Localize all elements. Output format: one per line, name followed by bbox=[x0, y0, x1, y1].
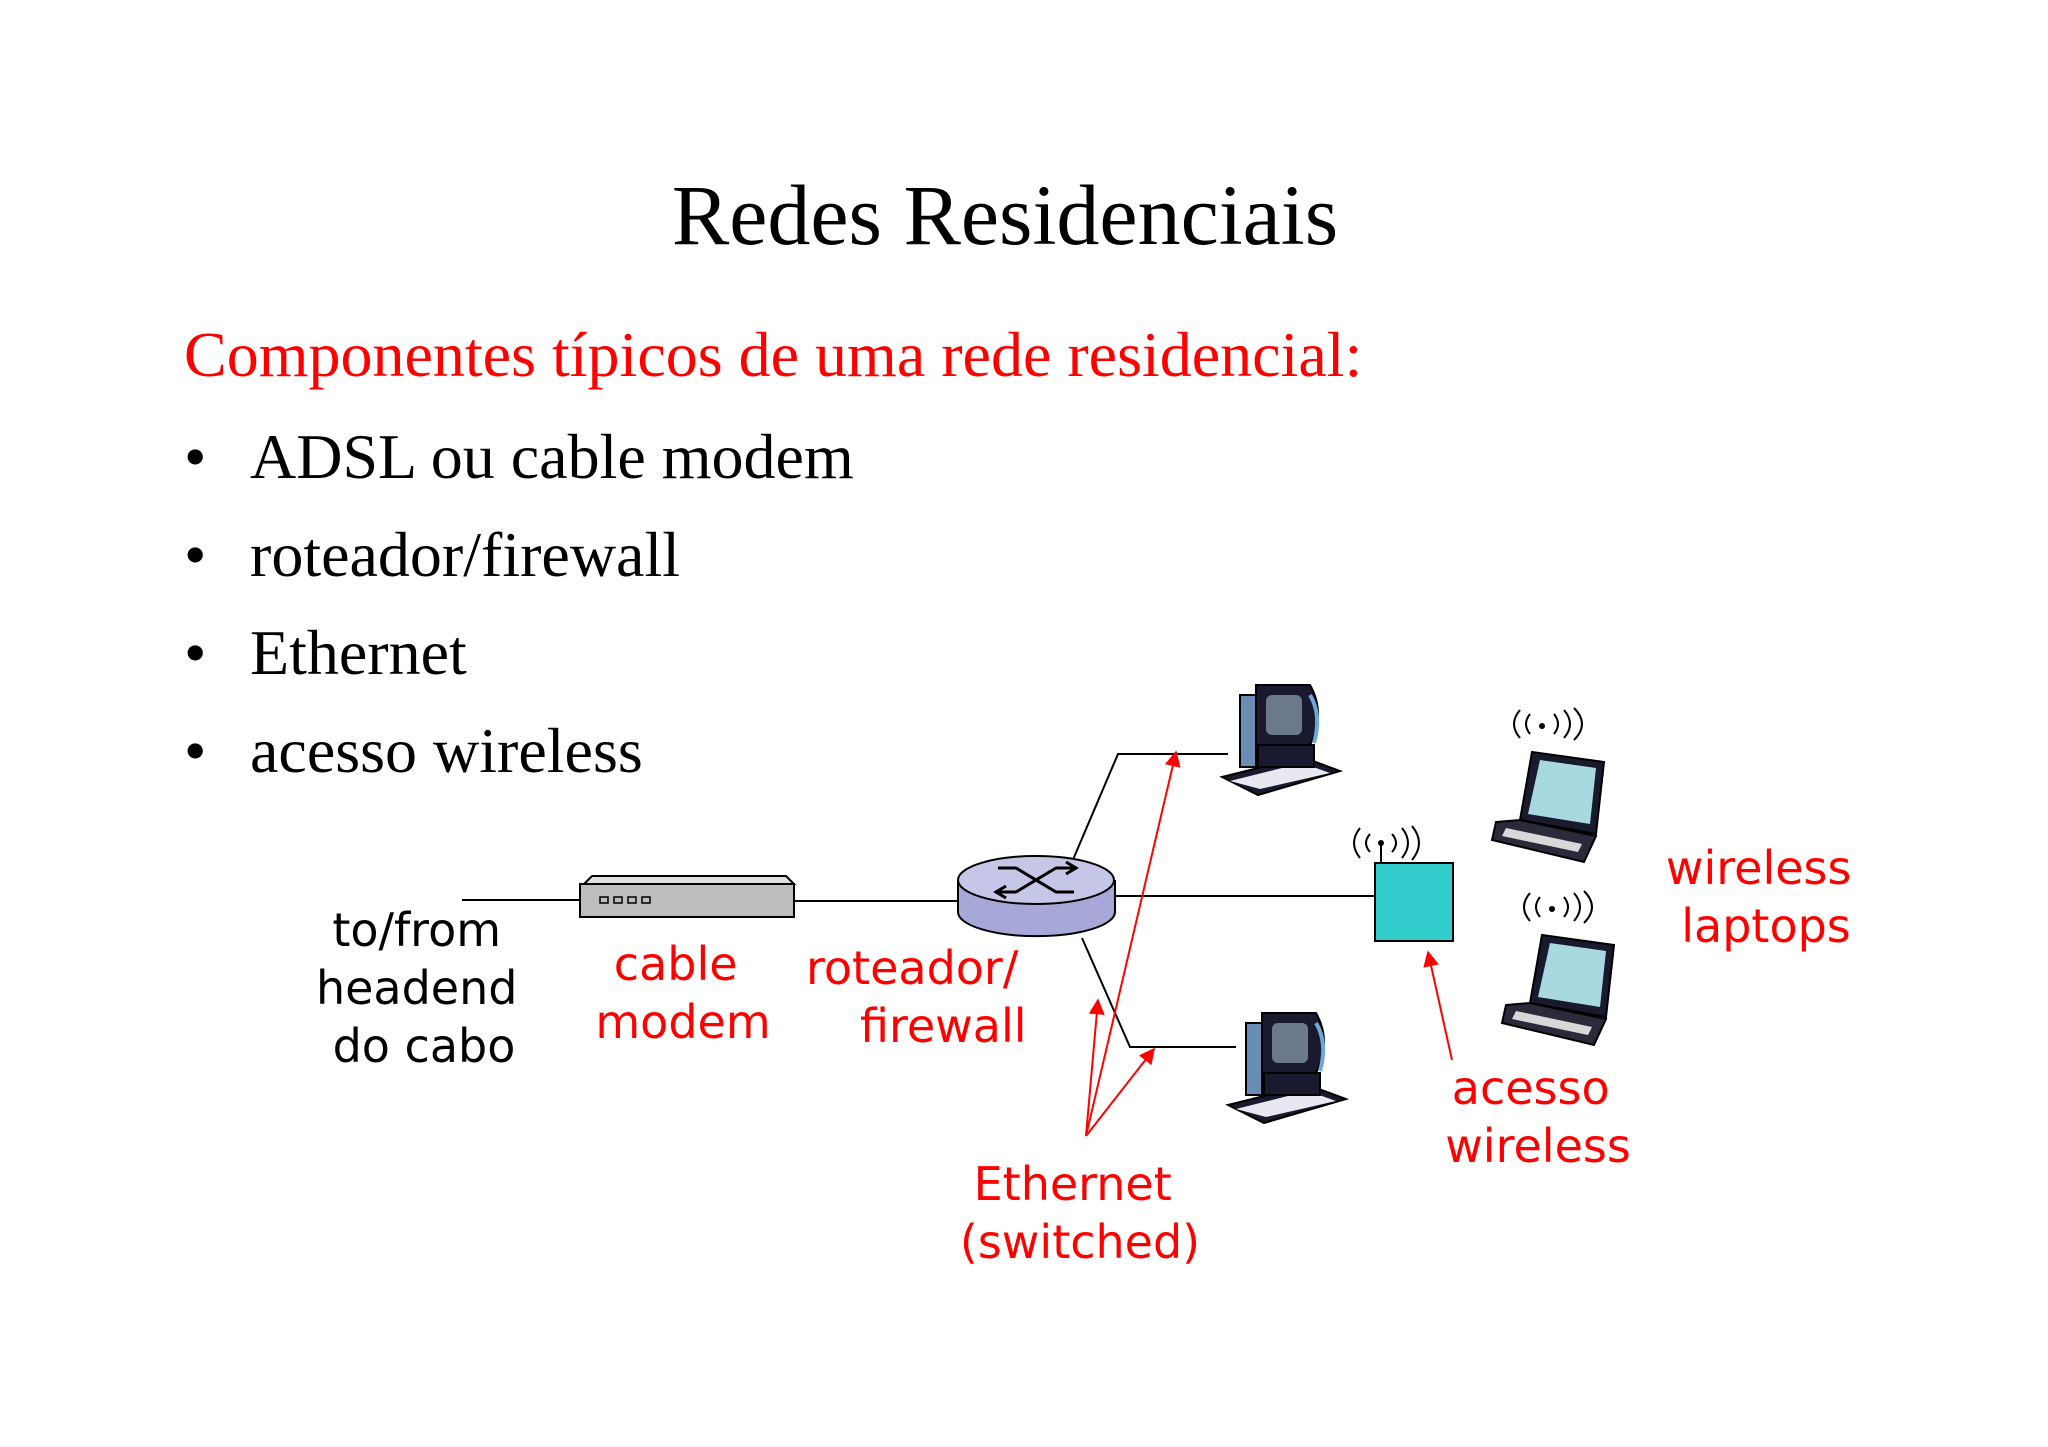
headend-label: to/from headend do cabo bbox=[316, 903, 532, 1073]
router-label: roteador/ firewall bbox=[806, 941, 1033, 1053]
bullet-text: acesso wireless bbox=[250, 715, 643, 786]
connection-lines bbox=[462, 753, 1375, 1048]
slide-title: Redes Residenciais bbox=[671, 167, 1339, 263]
wireless-laptop-icon bbox=[1490, 707, 1606, 864]
cable-modem-icon bbox=[579, 875, 797, 918]
bullet-dot-icon: • bbox=[184, 519, 207, 590]
router-pc1-line bbox=[1071, 753, 1228, 863]
cable-modem-label: cable modem bbox=[595, 937, 770, 1049]
desktop-computer-icon bbox=[1219, 684, 1344, 797]
bullet-dot-icon: • bbox=[184, 715, 207, 786]
annotation-arrows bbox=[1085, 750, 1453, 1137]
bullet-dot-icon: • bbox=[184, 421, 207, 492]
bullet-text: ADSL ou cable modem bbox=[250, 421, 854, 492]
wireless-access-point-icon bbox=[1353, 825, 1454, 942]
bullet-item: • acesso wireless bbox=[184, 714, 643, 788]
ethernet-arrow bbox=[1085, 998, 1105, 1137]
ethernet-arrow bbox=[1085, 750, 1181, 1137]
ethernet-arrow bbox=[1085, 1047, 1155, 1137]
wireless-laptop-icon bbox=[1500, 890, 1616, 1047]
router-icon bbox=[957, 855, 1116, 938]
router-pc2-line bbox=[1081, 937, 1236, 1048]
bullet-dot-icon: • bbox=[184, 617, 207, 688]
bullet-item: • Ethernet bbox=[184, 616, 467, 690]
ethernet-label: Ethernet (switched) bbox=[960, 1157, 1200, 1269]
bullet-item: • ADSL ou cable modem bbox=[184, 420, 854, 494]
bullet-text: roteador/firewall bbox=[250, 519, 680, 590]
desktop-computer-icon bbox=[1225, 1012, 1350, 1125]
wireless-access-label: acesso wireless bbox=[1445, 1061, 1631, 1173]
bullet-item: • roteador/firewall bbox=[184, 518, 680, 592]
wireless-access-arrow bbox=[1423, 950, 1453, 1061]
bullet-text: Ethernet bbox=[250, 617, 467, 688]
wireless-laptops-label: wireless laptops bbox=[1666, 841, 1866, 953]
slide-subtitle: Componentes típicos de uma rede residenc… bbox=[184, 319, 1363, 390]
